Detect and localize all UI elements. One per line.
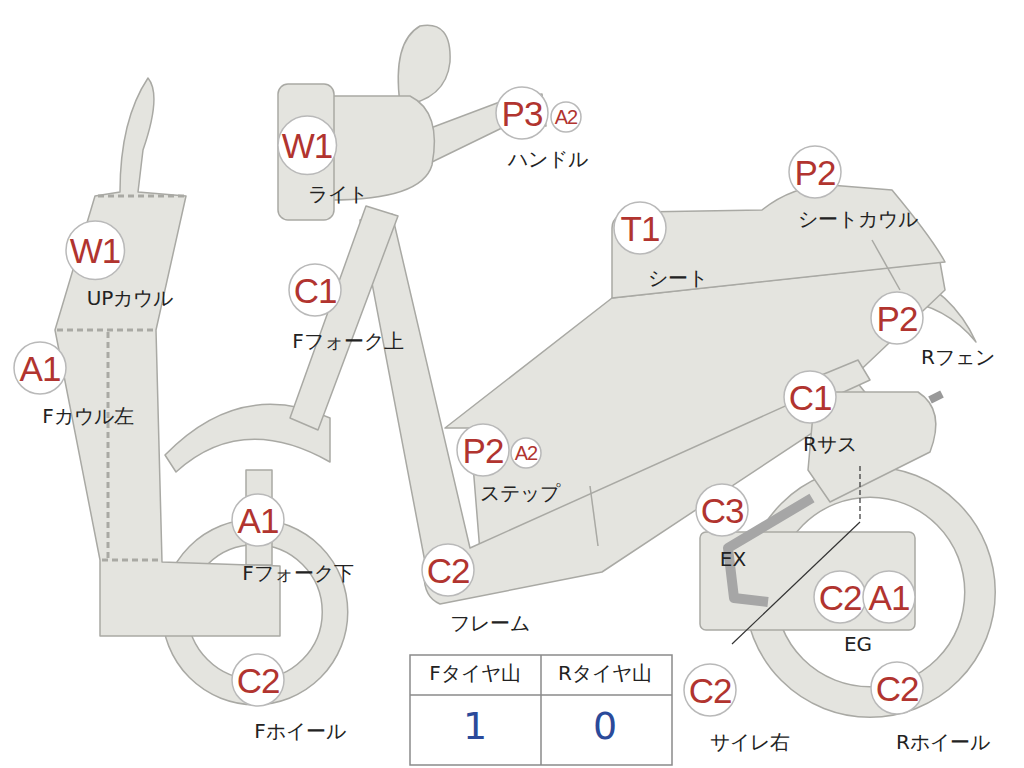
part-name: EX — [720, 548, 746, 570]
circle-shape — [232, 494, 284, 546]
damage-code-circle: W1 — [277, 115, 338, 176]
circle-shape — [422, 544, 474, 596]
damage-code-circle: A2 — [550, 101, 582, 133]
damage-code-circle: C2 — [813, 570, 867, 624]
damage-code: P2 — [463, 433, 504, 468]
step-seam — [590, 486, 598, 546]
seat — [612, 185, 945, 298]
front-fork — [290, 206, 398, 430]
damage-code: W1 — [282, 128, 333, 163]
damage-code-circle: W1 — [65, 220, 126, 281]
damage-code-circle: P2 — [870, 291, 924, 345]
part-name: Fフォーク上 — [292, 330, 404, 352]
part-name: サイレ右 — [710, 731, 790, 753]
circle-shape — [614, 202, 666, 254]
damage-code-circle: A1 — [231, 493, 285, 547]
circle-shape — [66, 221, 125, 280]
damage-code-circle: P2 — [456, 423, 510, 477]
damage-code-circle: P3 — [495, 86, 549, 140]
part-name: UPカウル — [87, 287, 174, 309]
damage-code: A2 — [515, 443, 537, 463]
circle-shape — [863, 571, 915, 623]
damage-code: C2 — [237, 663, 280, 698]
leader-line — [859, 466, 860, 522]
cowl-division — [107, 332, 110, 558]
part-name: Fカウル左 — [42, 405, 134, 427]
part-name: ライト — [308, 183, 368, 205]
table-border — [410, 655, 672, 765]
cowl-division — [57, 329, 155, 332]
damage-code: C1 — [294, 273, 337, 308]
part-name: EG — [844, 633, 872, 655]
damage-code-circle: C2 — [870, 661, 924, 715]
damage-code-circle: C3 — [695, 483, 749, 537]
muffler-tip — [930, 394, 942, 400]
damage-code: P2 — [877, 301, 918, 336]
damage-code: C2 — [876, 671, 919, 706]
damage-code: A1 — [869, 580, 910, 615]
damage-code: A1 — [20, 351, 61, 386]
part-name: Rサス — [803, 433, 857, 455]
circle-shape — [814, 571, 866, 623]
part-name: Fホイール — [254, 720, 346, 742]
tread-table — [410, 655, 672, 765]
damage-code: A1 — [238, 503, 279, 538]
table-header: Fタイヤ山 — [429, 662, 521, 684]
circle-shape — [289, 264, 341, 316]
damage-code: C3 — [701, 493, 744, 528]
part-name: フレーム — [450, 612, 530, 634]
part-name: Rホイール — [896, 731, 990, 753]
damage-code: T1 — [621, 211, 660, 246]
circle-shape — [871, 292, 923, 344]
damage-code: A2 — [555, 107, 577, 127]
damage-code-circle: C1 — [783, 370, 837, 424]
part-name: ハンドル — [508, 148, 588, 170]
damage-code: P3 — [502, 96, 543, 131]
cowl-division — [98, 195, 184, 198]
seat-seam — [872, 240, 900, 290]
table-header: Rタイヤ山 — [558, 662, 652, 684]
circle-shape — [496, 87, 548, 139]
circle-shape — [551, 102, 581, 132]
part-name: Rフェン — [921, 346, 995, 368]
table-value: 0 — [593, 706, 617, 748]
damage-code-circle: A2 — [510, 437, 542, 469]
front-cowl — [55, 78, 280, 636]
circle-shape — [784, 371, 836, 423]
circle-shape — [789, 146, 841, 198]
damage-code-circle: A1 — [13, 341, 67, 395]
circle-shape — [14, 342, 66, 394]
cowl-division — [102, 559, 162, 562]
circle-shape — [684, 664, 736, 716]
circle-shape — [457, 424, 509, 476]
table-rule — [540, 655, 542, 765]
table-value: 1 — [463, 706, 487, 748]
circle-shape — [232, 654, 284, 706]
part-name: ステップ — [480, 482, 560, 504]
damage-code-circle: T1 — [613, 201, 667, 255]
damage-code: C1 — [789, 380, 832, 415]
circle-shape — [696, 484, 748, 536]
part-name: シート — [648, 267, 708, 289]
damage-code-circle: A1 — [862, 570, 916, 624]
damage-code: P2 — [795, 155, 836, 190]
damage-code-circle: C2 — [231, 653, 285, 707]
circle-shape — [871, 662, 923, 714]
damage-code: C2 — [689, 673, 732, 708]
mirror — [398, 25, 450, 106]
damage-code-circle: C2 — [683, 663, 737, 717]
part-name: Fフォーク下 — [242, 562, 354, 584]
damage-code-circle: C1 — [288, 263, 342, 317]
damage-code: C2 — [427, 553, 470, 588]
damage-code-circle: P2 — [788, 145, 842, 199]
damage-code: W1 — [70, 233, 121, 268]
circle-shape — [278, 116, 337, 175]
damage-code-circle: C2 — [421, 543, 475, 597]
part-name: シートカウル — [798, 208, 918, 230]
circle-shape — [511, 438, 541, 468]
damage-code: C2 — [819, 580, 862, 615]
